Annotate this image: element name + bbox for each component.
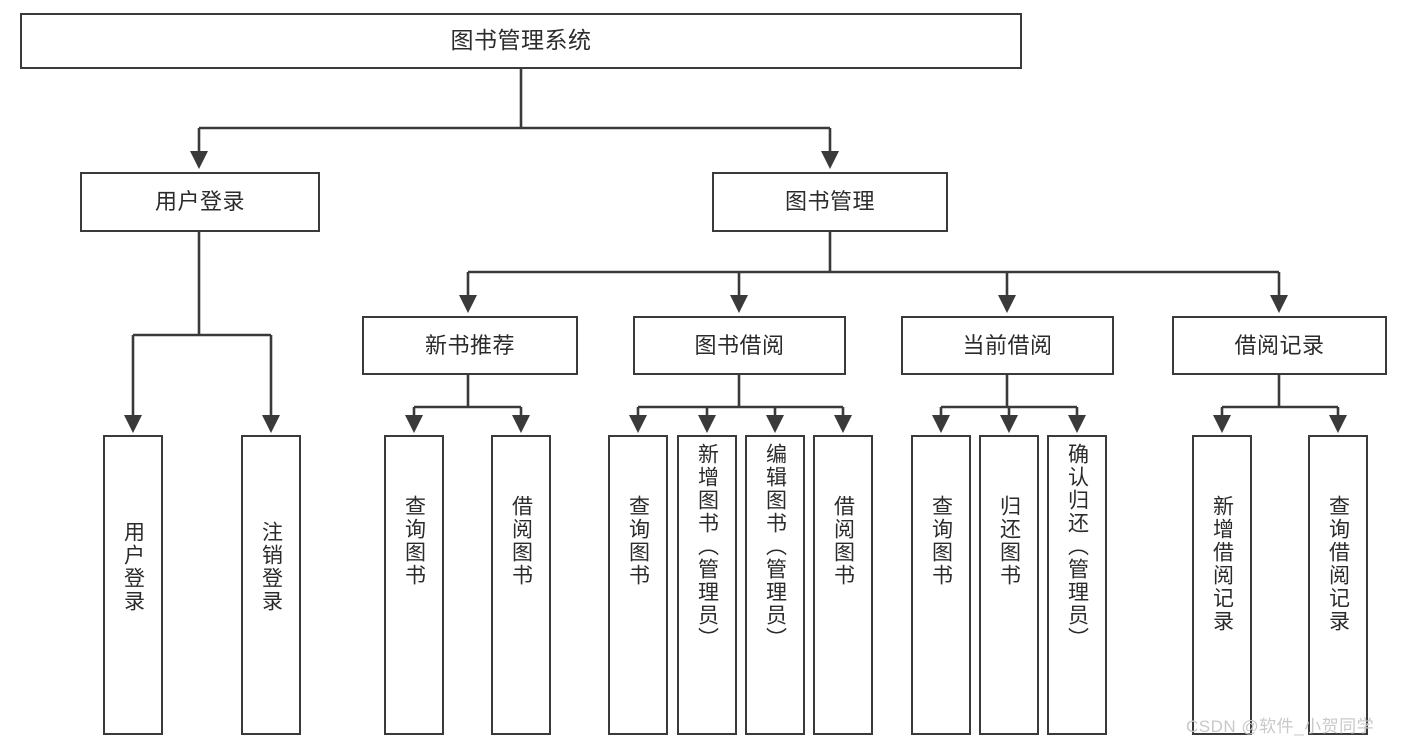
node-leaf-query-book-2[interactable]: 查询图书 [608,435,668,735]
node-leaf-return-book[interactable]: 归还图书 [979,435,1039,735]
node-root-label: 图书管理系统 [450,27,592,54]
node-leaf-borrow-book-2-label: 借阅图书 [831,495,855,587]
node-current-borrow[interactable]: 当前借阅 [901,316,1114,375]
node-leaf-query-book-2-label: 查询图书 [626,495,650,587]
node-leaf-query-book-3-label: 查询图书 [929,495,953,587]
node-book-management[interactable]: 图书管理 [712,172,948,232]
node-leaf-add-record[interactable]: 新增借阅记录 [1192,435,1252,735]
node-leaf-add-record-label: 新增借阅记录 [1210,495,1234,633]
node-current-borrow-label: 当前借阅 [962,332,1053,358]
node-leaf-query-book-1[interactable]: 查询图书 [384,435,444,735]
node-leaf-edit-book-label: 编辑图书（管理员） [763,443,787,650]
node-leaf-query-book-3[interactable]: 查询图书 [911,435,971,735]
node-leaf-query-record[interactable]: 查询借阅记录 [1308,435,1368,735]
node-user-login-label: 用户登录 [154,189,245,215]
node-leaf-return-book-label: 归还图书 [997,495,1021,587]
node-user-login[interactable]: 用户登录 [80,172,320,232]
csdn-watermark: CSDN @软件_小贺同学 [1186,717,1375,736]
node-leaf-logout[interactable]: 注销登录 [241,435,301,735]
node-new-book-recommend[interactable]: 新书推荐 [362,316,578,375]
node-leaf-borrow-book-2[interactable]: 借阅图书 [813,435,873,735]
node-leaf-logout-label: 注销登录 [259,521,283,613]
node-borrow-record-label: 借阅记录 [1234,332,1325,358]
node-leaf-edit-book[interactable]: 编辑图书（管理员） [745,435,805,735]
node-leaf-confirm-return-label: 确认归还（管理员） [1065,443,1089,650]
node-leaf-query-book-1-label: 查询图书 [402,495,426,587]
node-borrow-record[interactable]: 借阅记录 [1172,316,1387,375]
node-book-borrow[interactable]: 图书借阅 [633,316,846,375]
node-leaf-user-login[interactable]: 用户登录 [103,435,163,735]
node-leaf-add-book[interactable]: 新增图书（管理员） [677,435,737,735]
node-root[interactable]: 图书管理系统 [20,13,1022,69]
node-leaf-query-record-label: 查询借阅记录 [1326,495,1350,633]
node-book-borrow-label: 图书借阅 [694,332,785,358]
node-book-management-label: 图书管理 [784,189,875,215]
node-leaf-add-book-label: 新增图书（管理员） [695,443,719,650]
node-new-book-recommend-label: 新书推荐 [424,332,515,358]
node-leaf-borrow-book-1[interactable]: 借阅图书 [491,435,551,735]
node-leaf-confirm-return[interactable]: 确认归还（管理员） [1047,435,1107,735]
node-leaf-borrow-book-1-label: 借阅图书 [509,495,533,587]
node-leaf-user-login-label: 用户登录 [121,521,145,613]
